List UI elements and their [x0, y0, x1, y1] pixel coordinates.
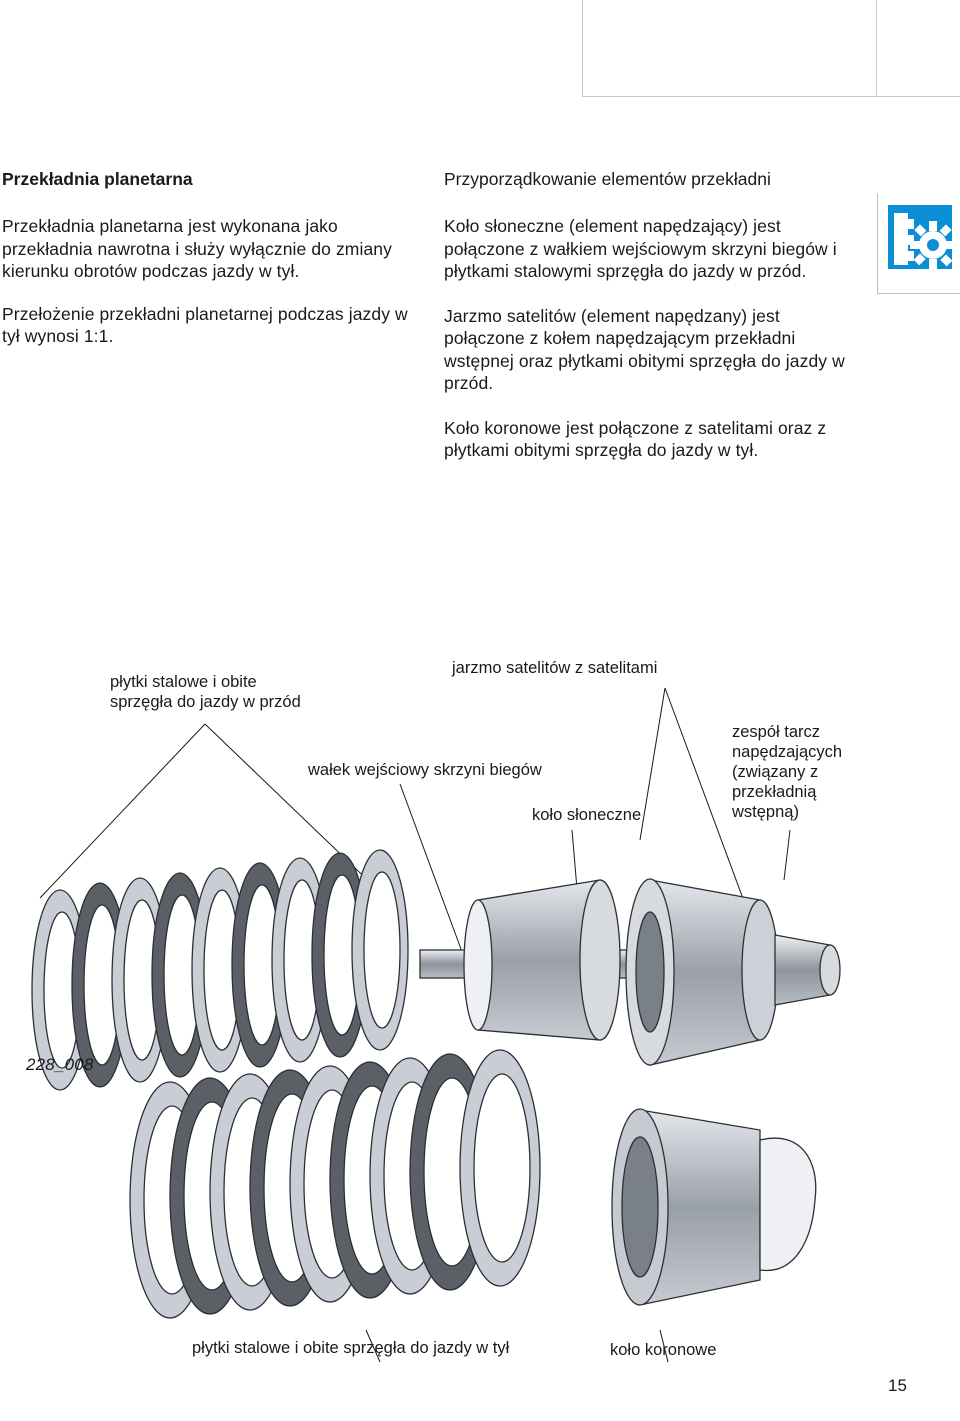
label-sun-gear: koło słoneczne	[532, 805, 641, 825]
label-carrier: jarzmo satelitów z satelitami	[452, 658, 657, 678]
label-forward-plates: płytki stalowe i obite sprzęgła do jazdy…	[110, 672, 301, 712]
label-drive-discs: zespół tarcz napędzających (związany z p…	[732, 722, 842, 822]
forward-plates-group	[32, 850, 408, 1090]
reverse-plates-group	[130, 1050, 540, 1318]
label-input-shaft: wałek wejściowy skrzyni biegów	[308, 760, 542, 780]
label-reverse-plates: płytki stalowe i obite sprzęgła do jazdy…	[192, 1338, 509, 1358]
figure-code: 228_008	[26, 1055, 94, 1075]
page-number: 15	[888, 1376, 907, 1396]
label-ring-gear: koło koronowe	[610, 1340, 716, 1360]
planetary-assembly	[420, 879, 840, 1065]
ring-gear	[612, 1109, 816, 1305]
